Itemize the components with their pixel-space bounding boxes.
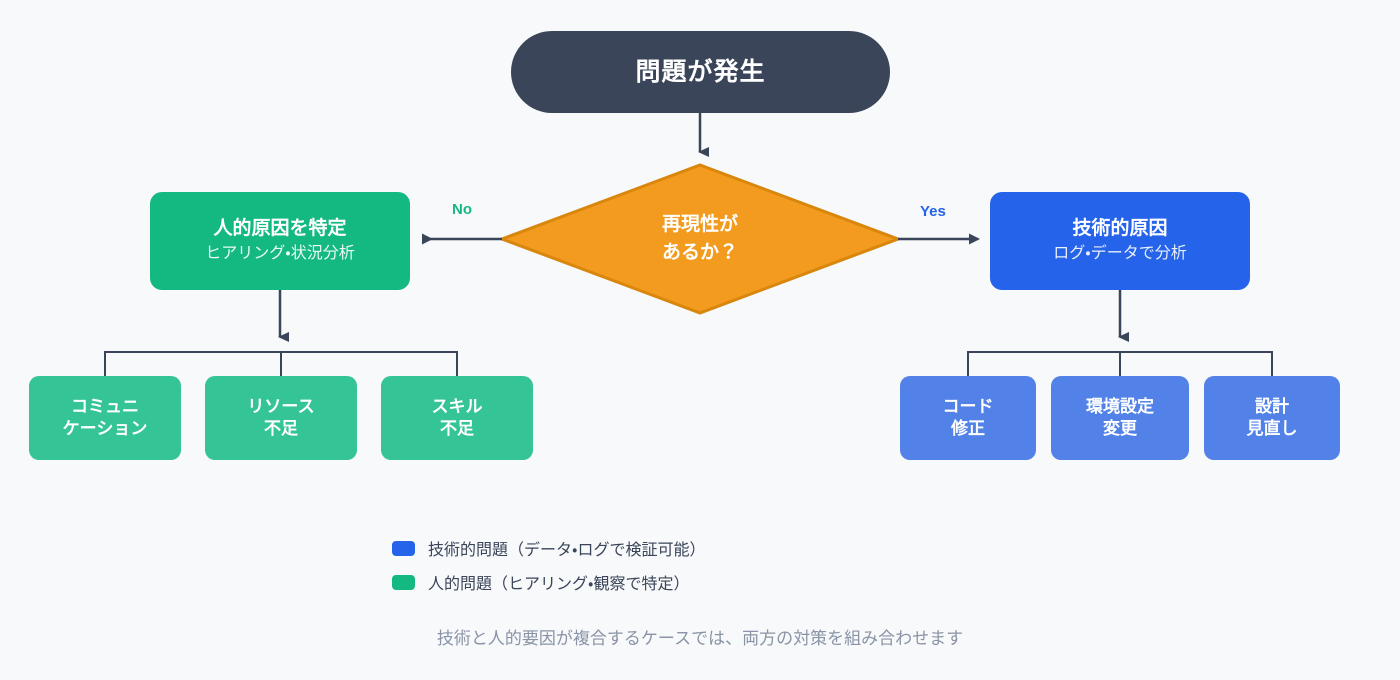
leaf-human-skill[interactable]: スキル 不足	[381, 376, 533, 460]
bracket-tech	[967, 351, 1273, 376]
edge-label-no: No	[452, 201, 472, 218]
legend: 技術的問題（データ・ログで検証可能） 人的問題（ヒアリング・観察で特定）	[392, 536, 705, 594]
node-tech-cause-title: 技術的原因	[1072, 218, 1168, 240]
leaf-tech-env-config[interactable]: 環境設定 変更	[1051, 376, 1189, 460]
leaf-label: 環境設定 変更	[1086, 397, 1154, 438]
leaf-tech-design-review[interactable]: 設計 見直し	[1204, 376, 1340, 460]
legend-item-label: 技術的問題（データ・ログで検証可能）	[428, 542, 706, 559]
leaf-human-resource[interactable]: リソース 不足	[205, 376, 357, 460]
node-start[interactable]: 問題が発生	[511, 31, 890, 113]
node-human-cause[interactable]: 人的原因を特定 ヒアリング・状況分析	[150, 192, 410, 290]
node-start-label: 問題が発生	[635, 58, 766, 86]
leaf-label: コード 修正	[942, 397, 994, 438]
leaf-label: 設計 見直し	[1246, 397, 1298, 438]
node-human-cause-subtitle: ヒアリング・状況分析	[205, 245, 355, 263]
leaf-human-communication[interactable]: コミュニ ケーション	[29, 376, 181, 460]
legend-item-human: 人的問題（ヒアリング・観察で特定）	[392, 570, 705, 594]
node-tech-cause[interactable]: 技術的原因 ログ・データで分析	[990, 192, 1250, 290]
footer-note: 技術と人的要因が複合するケースでは、両方の対策を組み合わせます	[436, 629, 964, 648]
leaf-label: コミュニ ケーション	[62, 397, 148, 438]
edge-label-yes: Yes	[920, 203, 946, 220]
node-human-cause-title: 人的原因を特定	[213, 218, 347, 240]
leaf-tech-code-fix[interactable]: コード 修正	[900, 376, 1036, 460]
legend-swatch-icon	[392, 540, 415, 556]
node-decision[interactable]: 再現性が あるか？	[500, 163, 900, 315]
legend-swatch-icon	[392, 574, 415, 590]
legend-item-label: 人的問題（ヒアリング・観察で特定）	[428, 576, 690, 593]
legend-item-technical: 技術的問題（データ・ログで検証可能）	[392, 536, 705, 560]
node-tech-cause-subtitle: ログ・データで分析	[1053, 245, 1187, 263]
leaf-label: スキル 不足	[431, 397, 483, 438]
leaf-label: リソース 不足	[247, 397, 315, 438]
node-decision-label: 再現性が あるか？	[661, 214, 738, 263]
bracket-human	[104, 351, 458, 376]
